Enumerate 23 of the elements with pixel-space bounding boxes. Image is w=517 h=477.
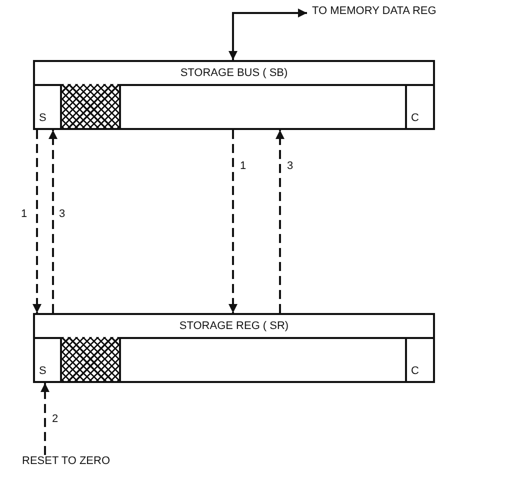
cell-label: S	[39, 365, 46, 377]
register-box	[33, 313, 435, 383]
arrow	[48, 130, 58, 313]
register-box	[33, 60, 435, 130]
edge-label: 3	[286, 160, 294, 172]
cell-label: C	[411, 112, 419, 124]
edge-label: 3	[58, 208, 66, 220]
register-title: STORAGE REG ( SR)	[178, 319, 290, 334]
cell-label: C	[411, 365, 419, 377]
arrow	[276, 130, 284, 313]
cell-label: S	[39, 112, 46, 124]
edge-label: 1	[20, 208, 28, 220]
arrow	[32, 130, 42, 313]
signal-label: TO MEMORY DATA REG	[312, 5, 512, 21]
hatched-cell	[60, 337, 121, 383]
signal-label: RESET TO ZERO	[22, 455, 142, 471]
arrow	[228, 130, 238, 313]
edge-label: 2	[51, 413, 60, 425]
register-title: STORAGE BUS ( SB)	[179, 66, 289, 81]
arrow	[40, 383, 50, 455]
edge-label: 1	[239, 160, 248, 172]
arrow	[228, 8, 307, 60]
hatched-cell	[60, 84, 121, 130]
